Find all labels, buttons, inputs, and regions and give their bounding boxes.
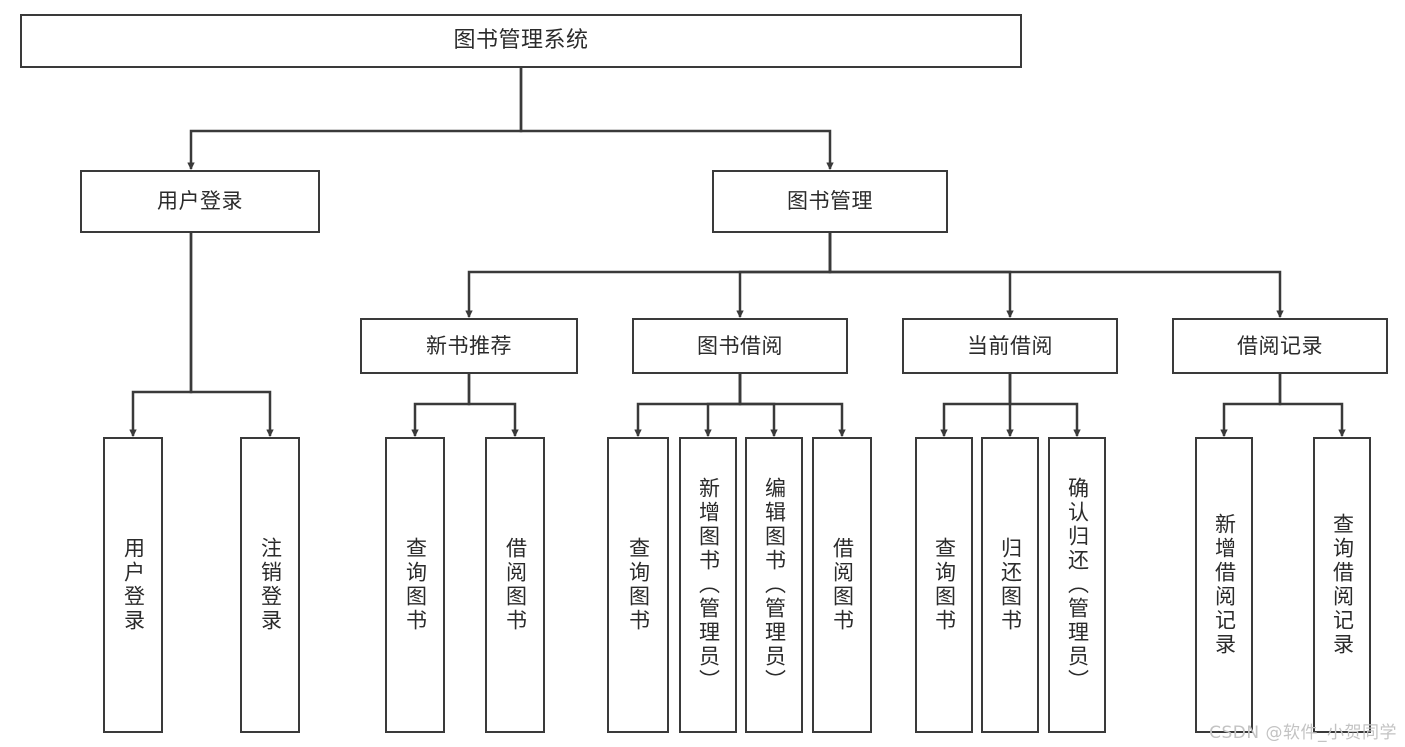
node-label: 注销登录 [258,537,283,633]
node-label: 借阅记录 [1237,333,1323,358]
node-current-borrow[interactable]: 当前借阅 [902,318,1118,374]
leaf-query-borrow-record[interactable]: 查询借阅记录 [1313,437,1371,733]
node-label: 用户登录 [121,537,146,633]
leaf-user-logout[interactable]: 注销登录 [240,437,300,733]
node-label: 查询图书 [932,537,957,633]
node-label: 新增图书（管理员） [696,477,721,693]
connector-n-book-admin-to-n-new-book-rec [465,233,832,318]
connector-n-book-admin-to-n-book-borrow [736,233,832,318]
connector-n-user-login-to-leaf-user-logout [189,233,274,437]
leaf-query-book-bb[interactable]: 查询图书 [607,437,669,733]
node-label: 归还图书 [998,537,1023,633]
leaf-borrow-book-bb[interactable]: 借阅图书 [812,437,872,733]
connector-n-borrow-record-to-leaf-add-borrow-record [1220,374,1282,437]
node-label: 当前借阅 [967,333,1053,358]
connector-root-to-n-book-admin [519,68,834,170]
node-book-admin[interactable]: 图书管理 [712,170,948,233]
leaf-return-book[interactable]: 归还图书 [981,437,1039,733]
node-label: 新书推荐 [426,333,512,358]
leaf-add-book-admin[interactable]: 新增图书（管理员） [679,437,737,733]
connector-n-book-borrow-to-leaf-borrow-book-bb [738,374,846,437]
connector-n-book-borrow-to-leaf-edit-book-admin [738,374,778,437]
node-label: 查询图书 [403,537,428,633]
leaf-edit-book-admin[interactable]: 编辑图书（管理员） [745,437,803,733]
node-new-book-rec[interactable]: 新书推荐 [360,318,578,374]
connector-n-new-book-rec-to-leaf-query-book-rec [411,374,471,437]
connector-n-book-admin-to-n-current-borrow [828,233,1014,318]
node-label: 编辑图书（管理员） [762,477,787,693]
node-label: 借阅图书 [503,537,528,633]
connector-n-borrow-record-to-leaf-query-borrow-record [1278,374,1346,437]
node-label: 用户登录 [157,189,243,214]
connector-n-book-admin-to-n-borrow-record [828,233,1284,318]
connector-n-current-borrow-to-leaf-query-book-cb [940,374,1012,437]
node-label: 图书管理系统 [453,28,589,54]
connector-root-to-n-user-login [187,68,523,170]
node-label: 查询图书 [626,537,651,633]
leaf-query-book-rec[interactable]: 查询图书 [385,437,445,733]
node-label: 图书管理 [787,189,873,214]
leaf-user-login[interactable]: 用户登录 [103,437,163,733]
connector-n-book-borrow-to-leaf-add-book-admin [704,374,742,437]
node-label: 借阅图书 [830,537,855,633]
node-root[interactable]: 图书管理系统 [20,14,1022,68]
leaf-query-book-cb[interactable]: 查询图书 [915,437,973,733]
leaf-confirm-return-admin[interactable]: 确认归还（管理员） [1048,437,1106,733]
connector-n-new-book-rec-to-leaf-borrow-book-rec [467,374,519,437]
connector-n-user-login-to-leaf-user-login [129,233,193,437]
node-label: 查询借阅记录 [1330,513,1355,657]
leaf-borrow-book-rec[interactable]: 借阅图书 [485,437,545,733]
connector-n-book-borrow-to-leaf-query-book-bb [634,374,742,437]
node-label: 确认归还（管理员） [1065,477,1090,693]
node-book-borrow[interactable]: 图书借阅 [632,318,848,374]
node-label: 图书借阅 [697,333,783,358]
node-label: 新增借阅记录 [1212,513,1237,657]
csdn-watermark: CSDN @软件_小贺同学 [1209,723,1397,743]
node-user-login[interactable]: 用户登录 [80,170,320,233]
connector-n-current-borrow-to-leaf-confirm-return-admin [1008,374,1081,437]
node-borrow-record[interactable]: 借阅记录 [1172,318,1388,374]
leaf-add-borrow-record[interactable]: 新增借阅记录 [1195,437,1253,733]
